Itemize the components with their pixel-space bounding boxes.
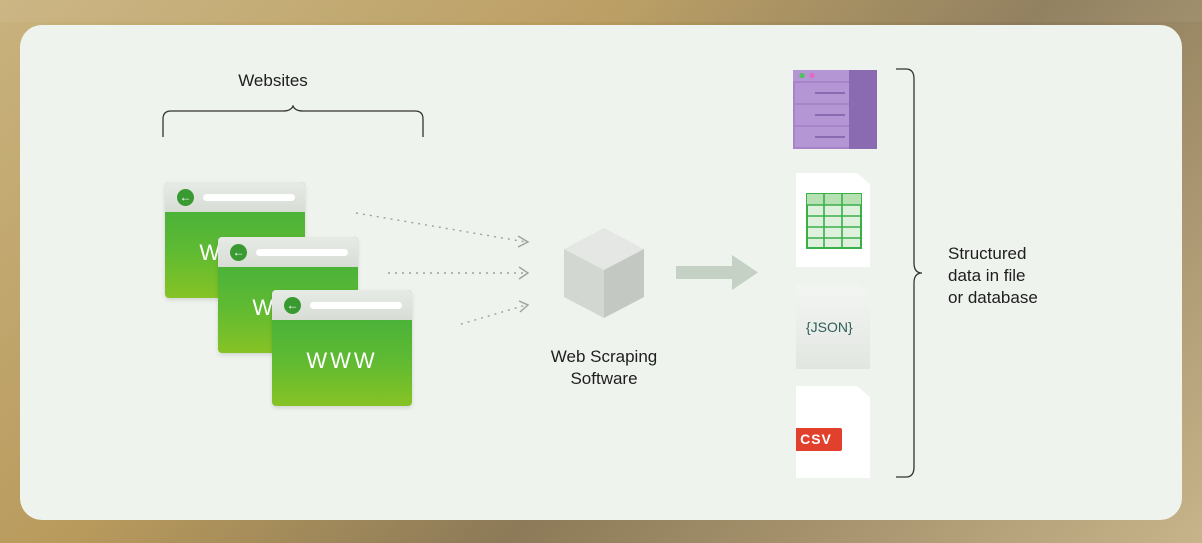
dotted-arrows [355, 212, 530, 325]
csv-file-icon: CSV [796, 386, 870, 478]
json-label: {JSON} [806, 319, 853, 335]
back-arrow-icon: ← [284, 297, 301, 314]
json-file-icon: {JSON} [796, 285, 870, 369]
url-field [310, 302, 402, 309]
back-arrow-icon: ← [177, 189, 194, 206]
cube-icon [564, 228, 644, 318]
output-arrow-icon [676, 255, 758, 290]
www-text: WWW [306, 348, 378, 373]
url-field [203, 194, 295, 201]
websites-label: Websites [238, 71, 308, 90]
output-label-line3: or database [948, 288, 1038, 307]
diagram-card: Websites ← WWW ← WWW ← WWW [20, 25, 1182, 520]
output-brace [896, 68, 923, 478]
spreadsheet-file-icon [796, 173, 870, 267]
website-browser-window: ← WWW [272, 290, 412, 406]
output-label-line1: Structured [948, 244, 1027, 263]
url-field [256, 249, 348, 256]
database-icon [793, 70, 877, 149]
software-label-line1: Web Scraping [550, 347, 658, 366]
output-label-line2: data in file [948, 266, 1026, 285]
back-arrow-icon: ← [230, 244, 247, 261]
csv-label: CSV [796, 428, 842, 451]
software-label-line2: Software [570, 369, 638, 388]
spreadsheet-grid-icon [806, 193, 862, 249]
websites-brace [162, 105, 424, 137]
background-stripe [0, 0, 1202, 22]
